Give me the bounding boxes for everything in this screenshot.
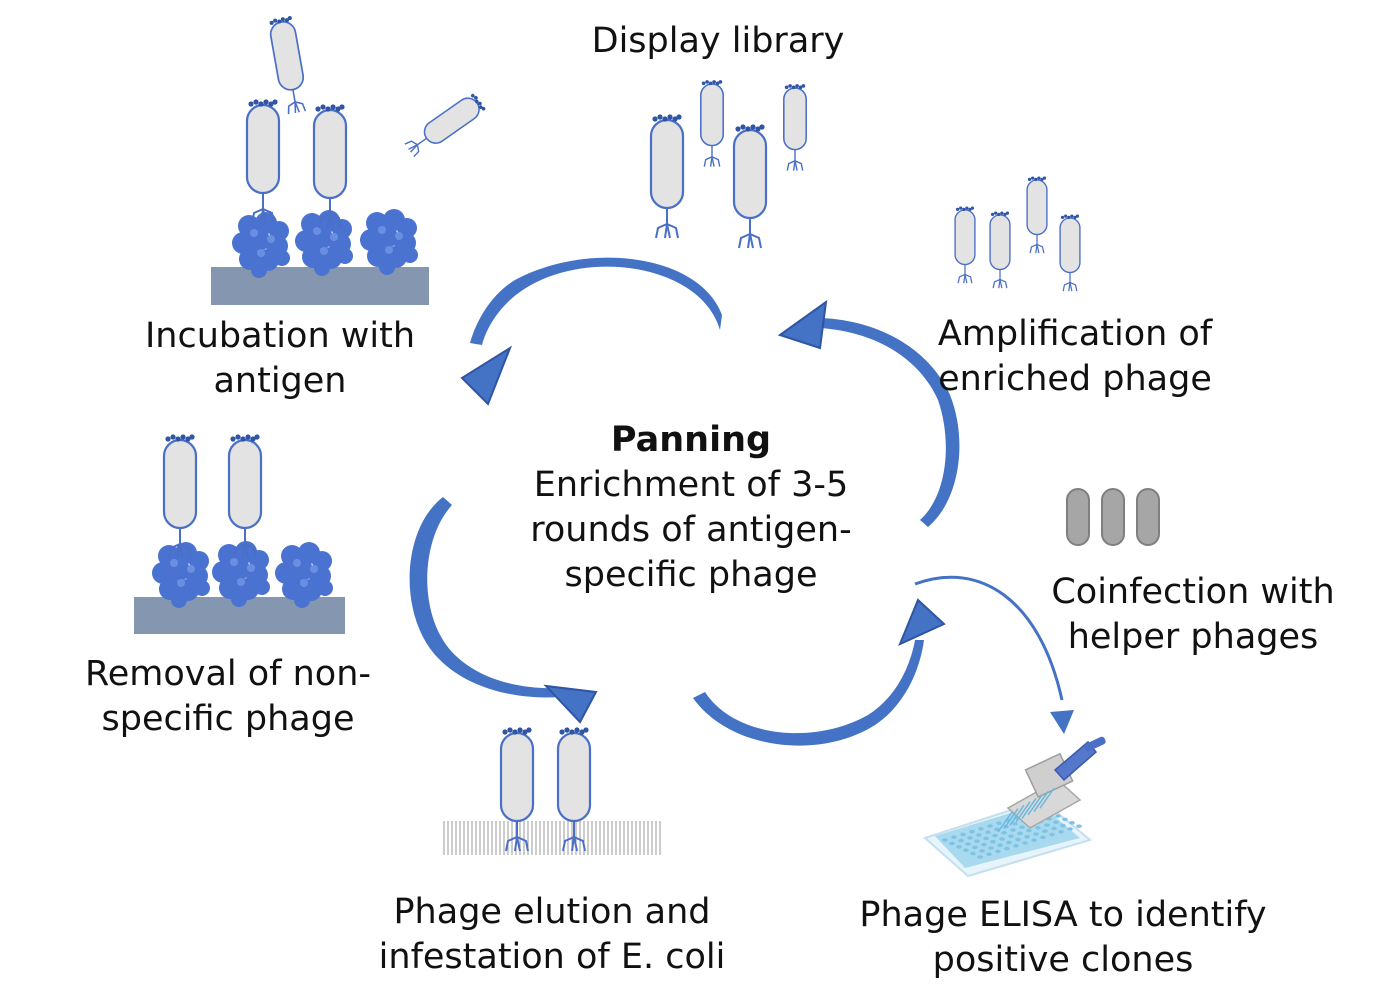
phage-icon — [245, 98, 281, 225]
cycle-arrow-icon — [914, 575, 1074, 734]
phage-icon — [989, 210, 1011, 289]
removal-label: Removal of non- specific phage — [84, 654, 372, 739]
phage-icon — [1026, 175, 1048, 254]
incubation-label: Incubation with antigen — [144, 316, 416, 401]
helper-phage-icon — [1136, 488, 1160, 546]
cycle-arrow-icon — [693, 598, 946, 746]
incubation-illustration — [211, 14, 488, 305]
elisa-label: Phage ELISA to identify positive clones — [859, 895, 1267, 980]
phage-icon — [783, 83, 807, 172]
phage-icon — [700, 79, 724, 168]
helper-phage-icon — [1066, 488, 1090, 546]
phage-icon — [227, 433, 263, 560]
helper-phage-icon — [1101, 488, 1125, 546]
phage-icon — [732, 123, 768, 250]
elution-label: Phage elution and infestation of E. coli — [378, 892, 726, 977]
antigen-cluster-icon — [295, 210, 353, 276]
cycle-arrow-icon — [460, 257, 722, 406]
bacterial-lawn-icon — [443, 821, 661, 855]
phage-icon — [402, 90, 488, 161]
elution-illustration — [443, 726, 661, 855]
panning-center-label: Panning Enrichment of 3-5 rounds of anti… — [495, 418, 887, 598]
phage-icon — [954, 205, 976, 284]
display-library-illustration — [649, 79, 807, 250]
phage-icon — [649, 113, 685, 240]
display-library-label: Display library — [591, 21, 845, 61]
removal-illustration — [134, 433, 345, 634]
cycle-arrow-icon — [409, 497, 598, 724]
phage-icon — [556, 726, 592, 853]
panning-title: Panning — [610, 420, 772, 460]
phage-icon — [162, 433, 198, 560]
amplification-illustration — [954, 175, 1081, 292]
phage-icon — [312, 103, 348, 230]
cycle-arrow-icon — [777, 299, 960, 527]
amplification-label: Amplification of enriched phage — [937, 314, 1213, 399]
elisa-pipette-icon — [923, 736, 1106, 878]
antigen-cluster-icon — [360, 209, 418, 275]
coinfection-label: Coinfection with helper phages — [1051, 572, 1335, 657]
helper-phages-illustration — [1066, 488, 1160, 546]
phage-icon — [1059, 213, 1081, 292]
